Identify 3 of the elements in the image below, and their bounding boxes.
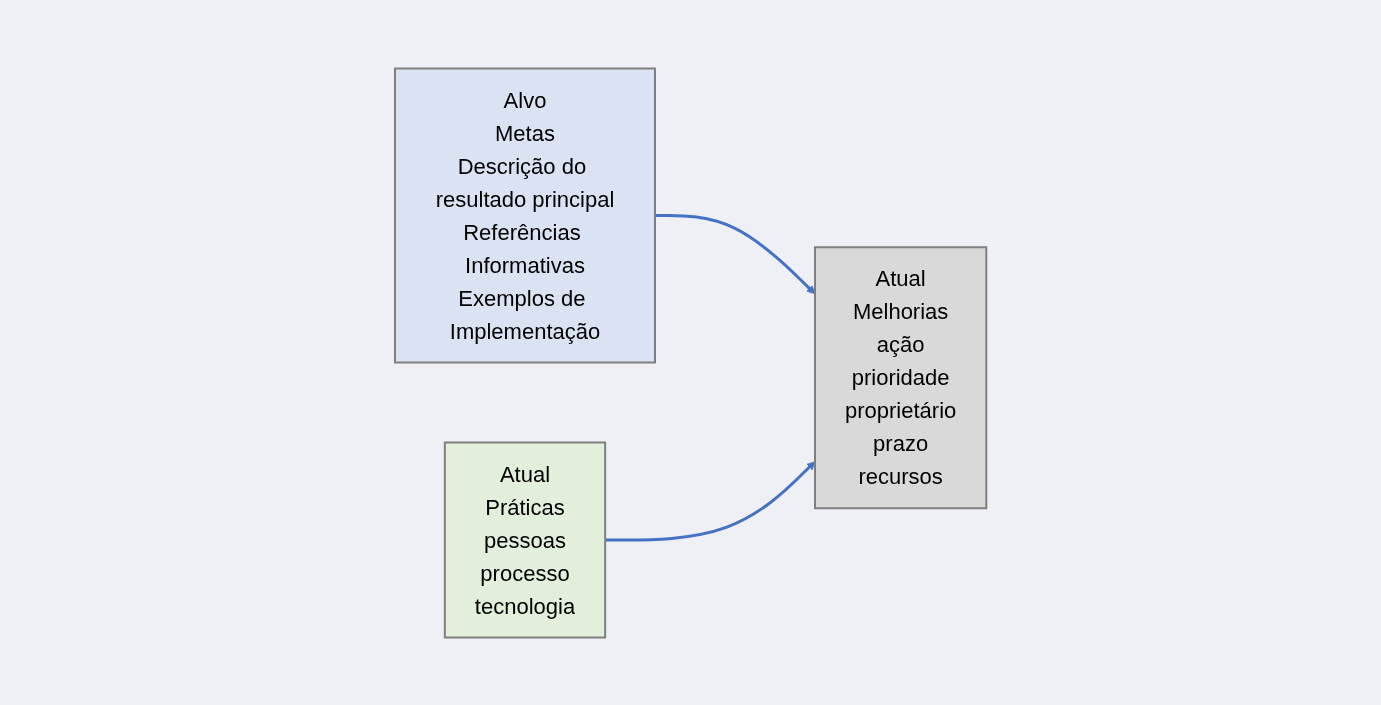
node-box: Atual Práticas pessoas processo tecnologia	[443, 441, 606, 638]
node-box: Atual Melhorias ação prioridade proprietário prazo recursos	[813, 245, 988, 509]
node-box: Alvo Metas Descrição do resultado principal Referências Informativas Exemplos de Implementação	[393, 67, 656, 363]
